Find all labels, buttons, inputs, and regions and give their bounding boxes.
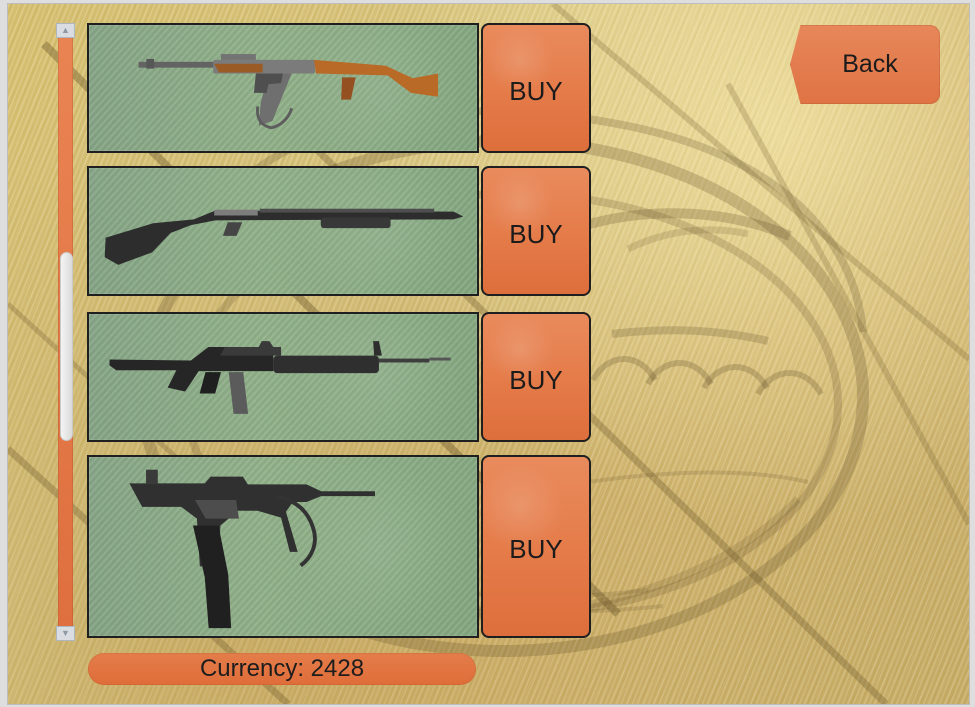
m16-rifle-icon xyxy=(109,341,451,414)
buy-button-label: BUY xyxy=(509,75,563,106)
buy-button-label: BUY xyxy=(509,534,563,564)
weapon-card xyxy=(87,455,479,638)
buy-button[interactable]: BUY xyxy=(481,23,591,153)
back-button-label: Back xyxy=(842,50,898,78)
vertical-scrollbar[interactable]: ▲ ▼ xyxy=(56,23,75,641)
scroll-track[interactable] xyxy=(58,38,73,626)
ak47-rifle-icon xyxy=(138,54,439,130)
currency-bar: Currency: 2428 xyxy=(88,653,476,685)
scroll-down-button[interactable]: ▼ xyxy=(56,626,75,641)
weapon-card xyxy=(87,166,479,296)
back-button[interactable]: Back xyxy=(790,25,940,104)
chevron-down-icon: ▼ xyxy=(61,628,70,638)
buy-button[interactable]: BUY xyxy=(481,166,591,296)
shotgun-icon xyxy=(104,208,464,265)
scroll-up-button[interactable]: ▲ xyxy=(56,23,75,38)
buy-button-label: BUY xyxy=(509,218,563,249)
weapon-card xyxy=(87,23,479,153)
chevron-up-icon: ▲ xyxy=(61,25,70,35)
weapon-card xyxy=(87,312,479,442)
buy-button-label: BUY xyxy=(509,364,563,395)
buy-button[interactable]: BUY xyxy=(481,312,591,442)
currency-text: Currency: 2428 xyxy=(199,655,365,682)
uzi-icon xyxy=(129,469,375,629)
game-frame: ▲ ▼ BUY xyxy=(7,3,970,705)
buy-button[interactable]: BUY xyxy=(481,455,591,638)
scroll-thumb[interactable] xyxy=(60,252,73,441)
